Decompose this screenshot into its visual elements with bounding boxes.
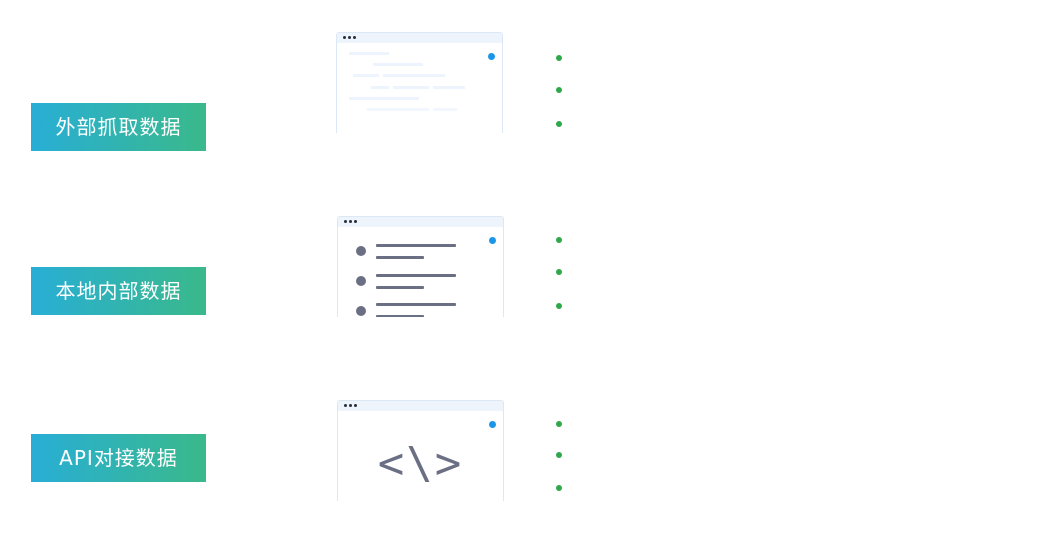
text-line [376, 244, 456, 247]
browser-card-api: <\> [337, 400, 504, 501]
list-bullet-icon [356, 246, 366, 256]
text-line [376, 303, 456, 306]
label-api-data: API对接数据 [31, 434, 206, 482]
card-titlebar [338, 217, 503, 227]
text-line [353, 74, 379, 77]
text-line [376, 256, 424, 259]
list-bullet [556, 87, 562, 93]
label-local-data: 本地内部数据 [31, 267, 206, 315]
list-bullet-icon [356, 306, 366, 316]
card-titlebar [337, 33, 502, 43]
section-api-data: API对接数据 <\> [0, 0, 1055, 501]
section-local-data: 本地内部数据 [0, 0, 1055, 317]
list-bullet [556, 121, 562, 127]
text-line [433, 86, 465, 89]
status-dot [489, 421, 496, 428]
text-line [376, 286, 424, 289]
text-line [383, 74, 445, 77]
text-line [371, 86, 389, 89]
text-line [376, 315, 424, 317]
label-external-data: 外部抓取数据 [31, 103, 206, 151]
list-bullet [556, 269, 562, 275]
list-bullet [556, 485, 562, 491]
browser-card-external [336, 32, 503, 133]
list-bullet [556, 237, 562, 243]
section-external-data: 外部抓取数据 [0, 0, 1055, 151]
list-bullet-icon [356, 276, 366, 286]
list-bullet [556, 452, 562, 458]
text-line [393, 86, 429, 89]
list-bullet [556, 421, 562, 427]
card-titlebar [338, 401, 503, 411]
code-brackets-icon: <\> [377, 438, 464, 489]
list-bullet [556, 55, 562, 61]
window-dots-icon [344, 404, 359, 408]
text-line [349, 52, 389, 55]
text-line [349, 97, 419, 100]
text-line [376, 274, 456, 277]
status-dot [489, 237, 496, 244]
status-dot [488, 53, 495, 60]
window-dots-icon [344, 220, 359, 224]
text-line [373, 63, 423, 66]
window-dots-icon [343, 36, 358, 40]
list-bullet [556, 303, 562, 309]
browser-card-local [337, 216, 504, 317]
